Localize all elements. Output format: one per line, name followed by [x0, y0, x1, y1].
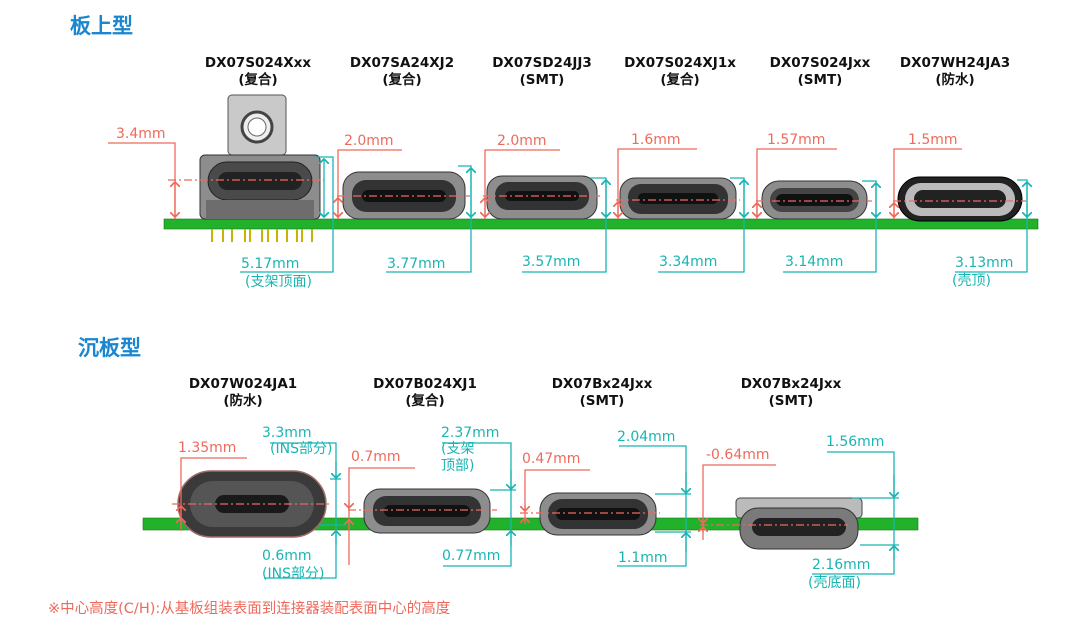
center-height-label: 1.57mm	[767, 132, 826, 148]
model-label: DX07S024Jxx(SMT)	[769, 55, 871, 88]
top-height-dimension	[240, 156, 1027, 273]
connector-image	[735, 497, 863, 550]
bottom-height-note: (壳底面)	[808, 575, 861, 591]
connector-image	[486, 175, 598, 220]
model-label: DX07Bx24Jxx(SMT)	[740, 376, 842, 409]
center-height-label: 0.7mm	[351, 449, 401, 465]
top-height-note: (壳顶)	[952, 273, 991, 289]
section-title-on-board: 板上型	[70, 14, 133, 38]
center-height-label: 0.47mm	[522, 451, 581, 467]
bottom-height-label: 0.6mm	[262, 548, 312, 564]
model-label: DX07W024JA1(防水)	[188, 376, 298, 409]
bottom-height-label: 2.16mm	[812, 557, 871, 573]
connector-image	[177, 470, 327, 538]
center-height-label: 1.35mm	[178, 440, 237, 456]
model-label: DX07WH24JA3(防水)	[899, 55, 1011, 88]
top-height-label: 5.17mm	[241, 256, 300, 272]
top-height-label: 3.57mm	[522, 254, 581, 270]
center-height-label: 2.0mm	[497, 133, 547, 149]
connector-image	[761, 180, 868, 220]
model-label: DX07B024XJ1(复合)	[373, 376, 477, 409]
top-height-label: 2.37mm	[441, 425, 500, 441]
top-height-label: 3.14mm	[785, 254, 844, 270]
center-height-dimension	[181, 457, 776, 565]
connector-image	[619, 177, 737, 220]
center-height-label: 1.5mm	[908, 132, 958, 148]
center-height-label: 1.6mm	[631, 132, 681, 148]
bottom-height-label: 0.77mm	[442, 548, 501, 564]
center-line	[172, 503, 848, 526]
top-height-dimension	[264, 442, 899, 579]
model-label: DX07SA24XJ2(复合)	[349, 55, 455, 88]
center-height-dimension	[108, 142, 962, 219]
connector-image	[539, 492, 657, 536]
top-height-label: 3.77mm	[387, 256, 446, 272]
top-height-label: 3.3mm	[262, 425, 312, 441]
center-height-label: 3.4mm	[116, 126, 166, 142]
connector-image	[199, 94, 321, 242]
top-height-label: 3.34mm	[659, 254, 718, 270]
center-height-label: 2.0mm	[344, 133, 394, 149]
center-height-label: -0.64mm	[706, 447, 770, 463]
bottom-height-note: (INS部分)	[262, 566, 325, 582]
top-height-label: 3.13mm	[955, 255, 1014, 271]
top-height-note: (支架顶面)	[245, 274, 312, 290]
section-title-mid-mount: 沉板型	[78, 336, 141, 360]
pcb-board	[142, 517, 919, 531]
top-height-note: (支架	[441, 441, 475, 457]
pcb-board	[163, 218, 1039, 230]
connector-image	[897, 176, 1023, 222]
top-height-note: (INS部分)	[270, 441, 333, 457]
model-label: DX07S024Xxx(复合)	[204, 55, 312, 88]
connector-image	[363, 488, 491, 534]
top-height-note: 顶部)	[441, 458, 475, 474]
top-height-label: 2.04mm	[617, 429, 676, 445]
top-height-label: 1.56mm	[826, 434, 885, 450]
bottom-height-label: 1.1mm	[618, 550, 668, 566]
model-label: DX07S024XJ1x(复合)	[624, 55, 736, 88]
footnote: ※中心高度(C/H):从基板组装表面到连接器装配表面中心的高度	[48, 601, 451, 617]
model-label: DX07Bx24Jxx(SMT)	[551, 376, 653, 409]
model-label: DX07SD24JJ3(SMT)	[492, 55, 592, 88]
center-line	[168, 179, 1026, 202]
